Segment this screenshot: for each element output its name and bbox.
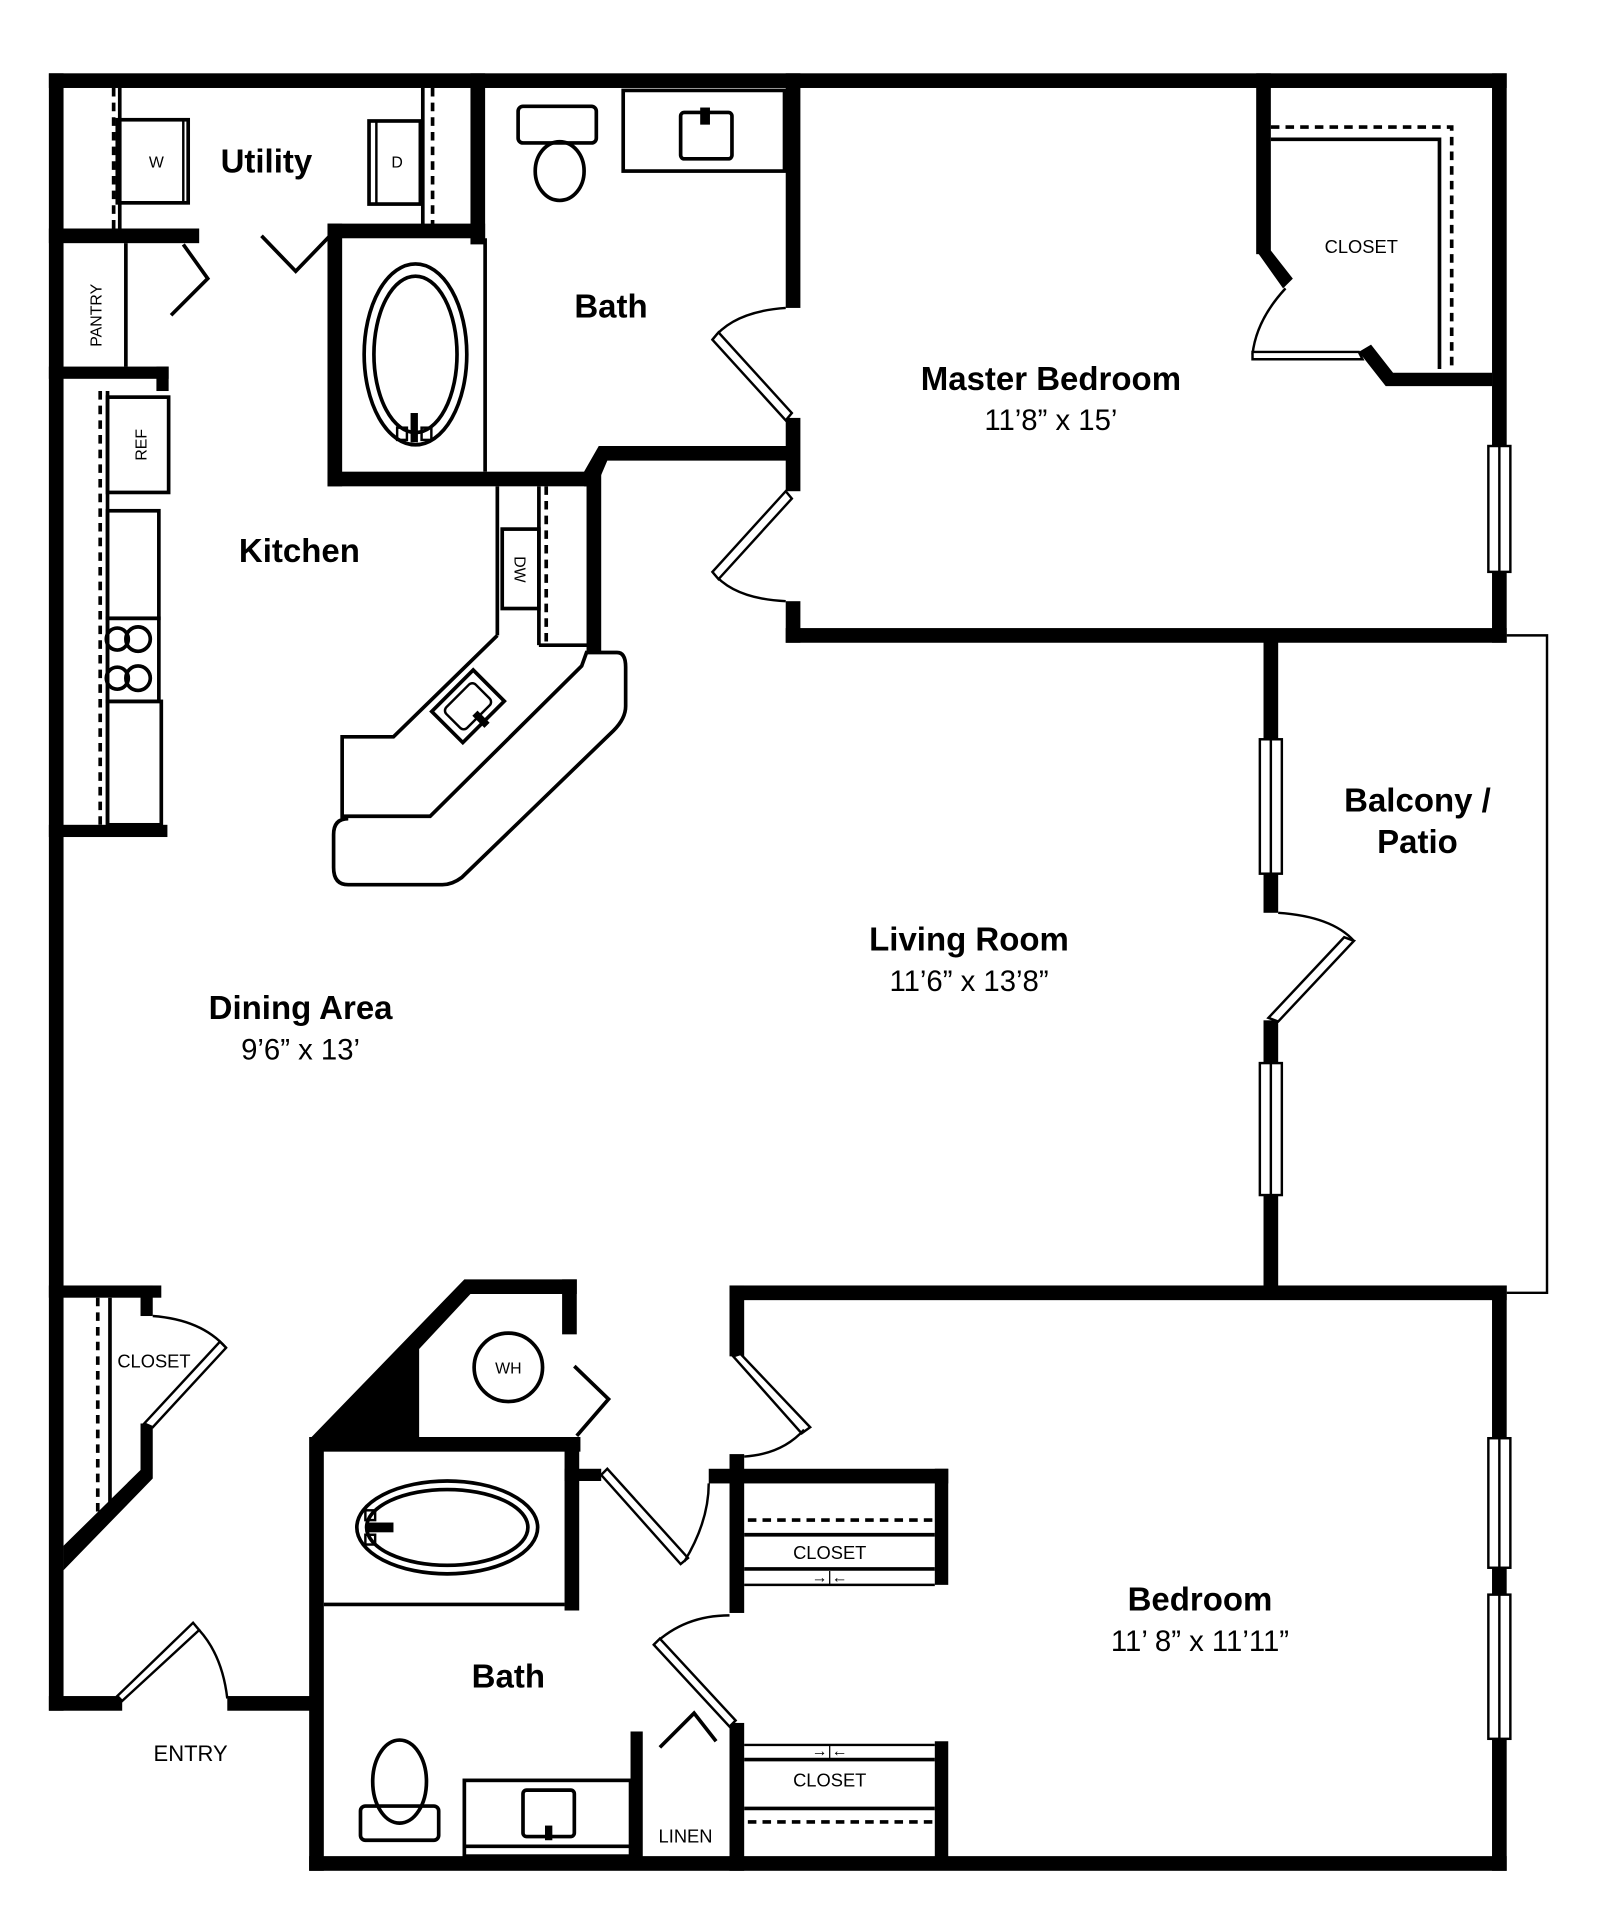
exterior-walls	[48, 73, 1507, 1871]
toilet-bowl	[533, 139, 586, 203]
stove-burner-icon	[124, 625, 153, 654]
linen-closet: LINEN	[659, 1710, 718, 1847]
dishwasher: DW	[495, 486, 549, 646]
svg-text:CLOSET: CLOSET	[117, 1350, 190, 1371]
room-dimensions-dining-area: 9’6” x 13’	[241, 1033, 360, 1066]
bedroom-door[interactable]	[731, 1352, 813, 1458]
master-bedroom-door[interactable]	[710, 489, 794, 603]
svg-text:CLOSET: CLOSET	[793, 1542, 866, 1563]
room-dimensions-bedroom: 11’ 8” x 11’11”	[1111, 1625, 1289, 1658]
kitchen-counter: REF	[98, 391, 171, 827]
balcony-outline	[1506, 634, 1549, 1295]
room-label-utility: Utility	[221, 142, 313, 179]
svg-text:DW: DW	[510, 556, 527, 582]
room-label-master-bath: Bath	[574, 288, 647, 325]
svg-text:D: D	[391, 154, 402, 171]
water-heater-door[interactable]	[573, 1364, 612, 1437]
stove-burner-icon	[104, 626, 131, 652]
master-bath-door[interactable]	[710, 306, 794, 423]
master-bath-fixtures	[362, 88, 787, 472]
svg-text:→|←: →|←	[812, 1743, 848, 1760]
svg-text:LINEN: LINEN	[659, 1826, 713, 1847]
room-label-living-room: Living Room	[869, 921, 1069, 958]
balcony-door[interactable]	[1266, 911, 1357, 1023]
room-label-bath-2: Bath	[472, 1657, 545, 1694]
room-label-patio: Patio	[1377, 823, 1458, 860]
entry-door[interactable]	[115, 1620, 229, 1703]
dryer: D	[367, 119, 423, 206]
svg-text:→|←: →|←	[812, 1569, 848, 1586]
kitchen-island	[331, 634, 628, 887]
bathtub-2	[354, 1479, 540, 1576]
room-label-master-bedroom: Master Bedroom	[921, 360, 1181, 397]
room-dimensions-living-room: 11’6” x 13’8”	[889, 965, 1048, 998]
room-label-kitchen: Kitchen	[239, 532, 360, 569]
toilet-tank-2	[358, 1804, 441, 1843]
bath-2-fixtures	[323, 1479, 633, 1858]
stove-burner-icon	[124, 664, 153, 693]
room-label-dining-area: Dining Area	[209, 989, 394, 1026]
master-closet: CLOSET	[1251, 125, 1454, 370]
svg-text:CLOSET: CLOSET	[793, 1769, 866, 1790]
room-label-bedroom: Bedroom	[1128, 1581, 1273, 1618]
entry-label: ENTRY	[154, 1741, 228, 1766]
toilet-bowl-2	[370, 1738, 429, 1825]
svg-text:PANTRY: PANTRY	[88, 283, 105, 346]
pantry-bifold-door[interactable]	[169, 243, 211, 317]
washer: W	[115, 117, 191, 205]
room-label-balcony: Balcony /	[1344, 781, 1491, 818]
water-heater: WH	[472, 1331, 612, 1437]
kitchen-sink-icon	[429, 667, 507, 746]
room-dimensions-master-bedroom: 11’8” x 15’	[984, 404, 1117, 437]
svg-text:CLOSET: CLOSET	[1325, 236, 1398, 257]
utility-bifold-door[interactable]	[260, 234, 332, 274]
stove-burner-icon	[104, 665, 131, 692]
interior-walls	[48, 73, 1493, 1871]
bedroom-closet-1: CLOSET →|←	[744, 1518, 935, 1586]
pantry: PANTRY	[88, 243, 128, 367]
svg-text:W: W	[149, 154, 164, 171]
toilet-tank	[516, 104, 599, 145]
bathtub	[362, 262, 469, 447]
svg-text:REF: REF	[134, 429, 151, 461]
svg-text:WH: WH	[495, 1360, 521, 1377]
bedroom-closet-2: CLOSET →|←	[744, 1743, 935, 1824]
entry-closet: CLOSET	[95, 1297, 228, 1522]
bath-2-door[interactable]	[599, 1466, 710, 1566]
bath-2-to-bedroom-door[interactable]	[652, 1614, 738, 1729]
